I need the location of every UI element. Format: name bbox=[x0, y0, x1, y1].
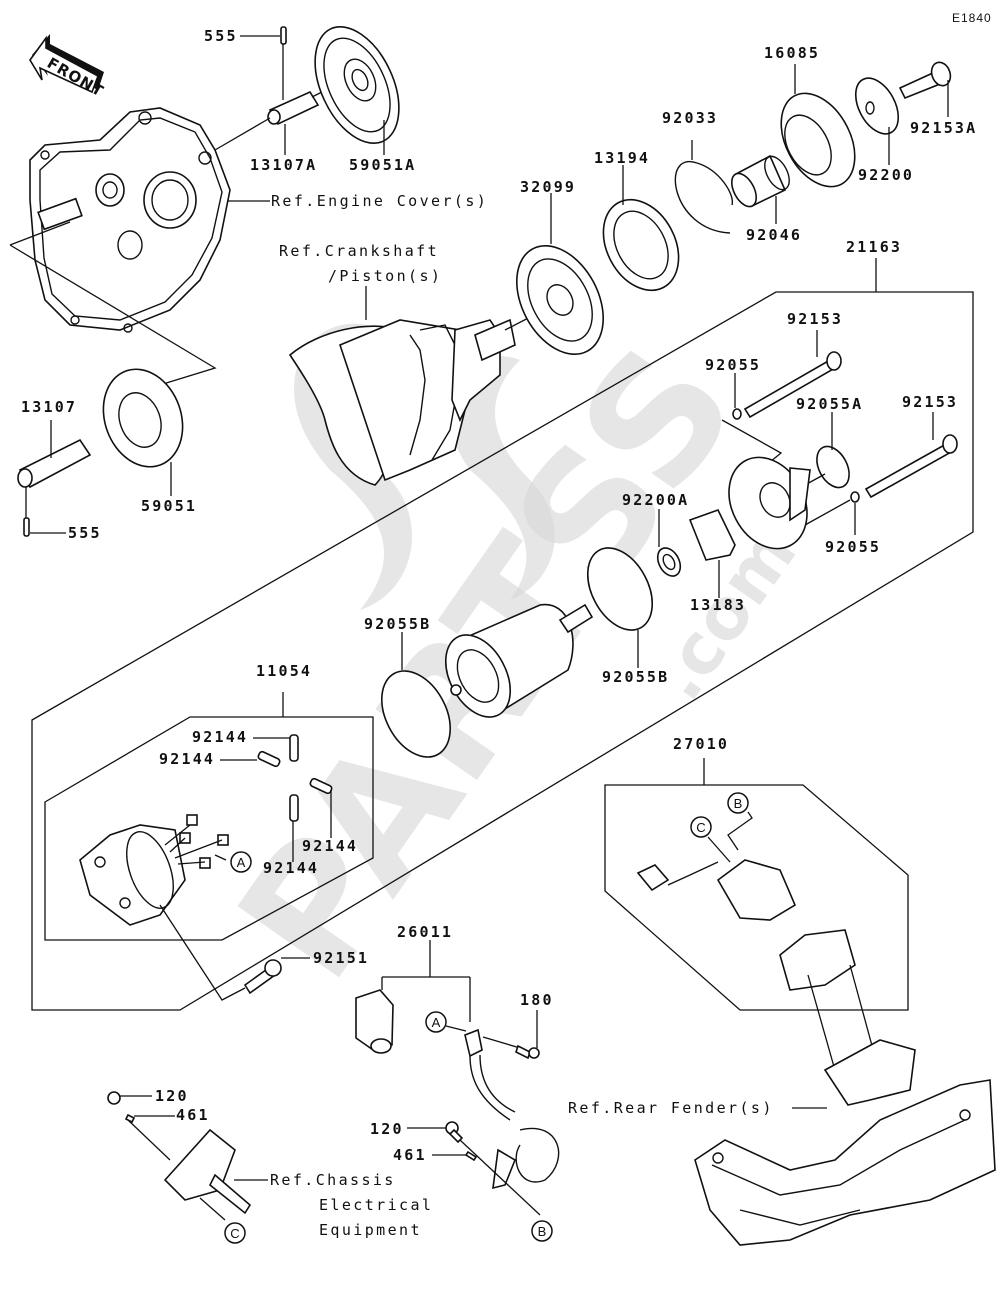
ref-crankshaft-line2: /Piston(s) bbox=[328, 267, 442, 285]
part-11054 bbox=[79, 814, 246, 1001]
part-13194 bbox=[602, 165, 680, 292]
label-92055B-left: 92055B bbox=[364, 615, 431, 633]
connector-a-1: A bbox=[230, 851, 252, 873]
label-11054: 11054 bbox=[256, 662, 312, 680]
part-92151 bbox=[243, 957, 310, 995]
diagram-code: E1840 bbox=[952, 11, 992, 25]
label-59051: 59051 bbox=[141, 497, 197, 515]
svg-text:A: A bbox=[237, 855, 246, 870]
part-92055A bbox=[804, 412, 850, 489]
label-461-mid: 461 bbox=[393, 1146, 427, 1164]
ref-rear-fender: Ref.Rear Fender(s) bbox=[568, 1099, 774, 1117]
ref-crankshaft-line1: Ref.Crankshaft bbox=[279, 242, 439, 260]
label-92144-d: 92144 bbox=[263, 859, 319, 877]
label-92055-top: 92055 bbox=[705, 356, 761, 374]
connector-a-2: A bbox=[425, 1011, 467, 1033]
svg-text:B: B bbox=[538, 1224, 547, 1239]
part-92200A bbox=[656, 509, 682, 577]
label-555-top: 555 bbox=[204, 27, 238, 45]
part-120-461-mid bbox=[407, 1121, 541, 1216]
label-92144-b: 92144 bbox=[159, 750, 215, 768]
label-461-left: 461 bbox=[176, 1106, 210, 1124]
part-59051A bbox=[314, 25, 400, 145]
watermark-swoosh-2 bbox=[449, 356, 555, 600]
part-92153A bbox=[898, 61, 952, 117]
svg-text:B: B bbox=[734, 796, 743, 811]
connector-b-2: B bbox=[727, 792, 753, 851]
label-92046: 92046 bbox=[746, 226, 802, 244]
label-555-bottom: 555 bbox=[68, 524, 102, 542]
part-16085 bbox=[780, 64, 856, 188]
engine-cover bbox=[9, 107, 231, 389]
starter-bracket bbox=[728, 456, 811, 550]
label-92153-lower: 92153 bbox=[902, 393, 958, 411]
label-13183: 13183 bbox=[690, 596, 746, 614]
assembly-11054-box bbox=[44, 692, 374, 941]
label-120-left: 120 bbox=[155, 1087, 189, 1105]
label-92033: 92033 bbox=[662, 109, 718, 127]
starter-motor bbox=[444, 603, 594, 718]
label-16085: 16085 bbox=[764, 44, 820, 62]
assembly-27010-box bbox=[604, 758, 909, 1011]
part-13107A bbox=[214, 26, 323, 151]
part-92153-lower bbox=[864, 412, 958, 499]
label-27010: 27010 bbox=[673, 735, 729, 753]
label-13107A: 13107A bbox=[250, 156, 317, 174]
part-26011 bbox=[355, 940, 560, 1190]
label-180: 180 bbox=[520, 991, 554, 1009]
label-92200: 92200 bbox=[858, 166, 914, 184]
label-92055B-right: 92055B bbox=[602, 668, 669, 686]
part-92046 bbox=[730, 154, 790, 224]
label-59051A: 59051A bbox=[349, 156, 416, 174]
part-92055B-right bbox=[586, 547, 654, 668]
part-92153-upper bbox=[743, 330, 842, 419]
part-32099 bbox=[515, 193, 605, 356]
ref-chassis-line3: Equipment bbox=[319, 1221, 422, 1239]
label-92144-a: 92144 bbox=[192, 728, 248, 746]
label-92200A: 92200A bbox=[622, 491, 689, 509]
rear-fender bbox=[694, 1039, 996, 1246]
part-92144-springs bbox=[220, 734, 333, 862]
label-92153A: 92153A bbox=[910, 119, 977, 137]
part-92055-top bbox=[721, 373, 783, 463]
part-92055B-left bbox=[381, 632, 451, 758]
part-92055-bottom bbox=[804, 491, 860, 535]
connector-c-2: C bbox=[690, 816, 731, 863]
ref-chassis-line2: Electrical bbox=[319, 1196, 433, 1214]
label-92153-upper: 92153 bbox=[787, 310, 843, 328]
label-92055A: 92055A bbox=[796, 395, 863, 413]
part-13183 bbox=[688, 509, 736, 598]
assembly-21163-box bbox=[31, 258, 974, 1011]
label-92151: 92151 bbox=[313, 949, 369, 967]
label-13107: 13107 bbox=[21, 398, 77, 416]
part-92033 bbox=[674, 140, 733, 234]
label-26011: 26011 bbox=[397, 923, 453, 941]
ref-engine-cover: Ref.Engine Cover(s) bbox=[271, 192, 488, 210]
label-92055-bottom: 92055 bbox=[825, 538, 881, 556]
svg-text:A: A bbox=[432, 1015, 441, 1030]
connector-c-1: C bbox=[224, 1222, 246, 1244]
part-180 bbox=[515, 1010, 540, 1060]
ref-chassis-line1: Ref.Chassis bbox=[270, 1171, 396, 1189]
crankshaft bbox=[288, 311, 541, 486]
svg-text:C: C bbox=[696, 820, 705, 835]
label-92144-c: 92144 bbox=[302, 837, 358, 855]
label-21163: 21163 bbox=[846, 238, 902, 256]
svg-text:C: C bbox=[230, 1226, 239, 1241]
label-13194: 13194 bbox=[594, 149, 650, 167]
part-13107 bbox=[17, 420, 92, 537]
label-120-mid: 120 bbox=[370, 1120, 404, 1138]
part-92200 bbox=[854, 77, 900, 165]
connector-b-1: B bbox=[531, 1220, 553, 1242]
part-27010 bbox=[636, 859, 881, 1096]
part-120-461-left bbox=[107, 1091, 268, 1221]
part-59051 bbox=[102, 368, 184, 496]
label-32099: 32099 bbox=[520, 178, 576, 196]
front-arrow-icon: FRONT bbox=[29, 34, 107, 101]
